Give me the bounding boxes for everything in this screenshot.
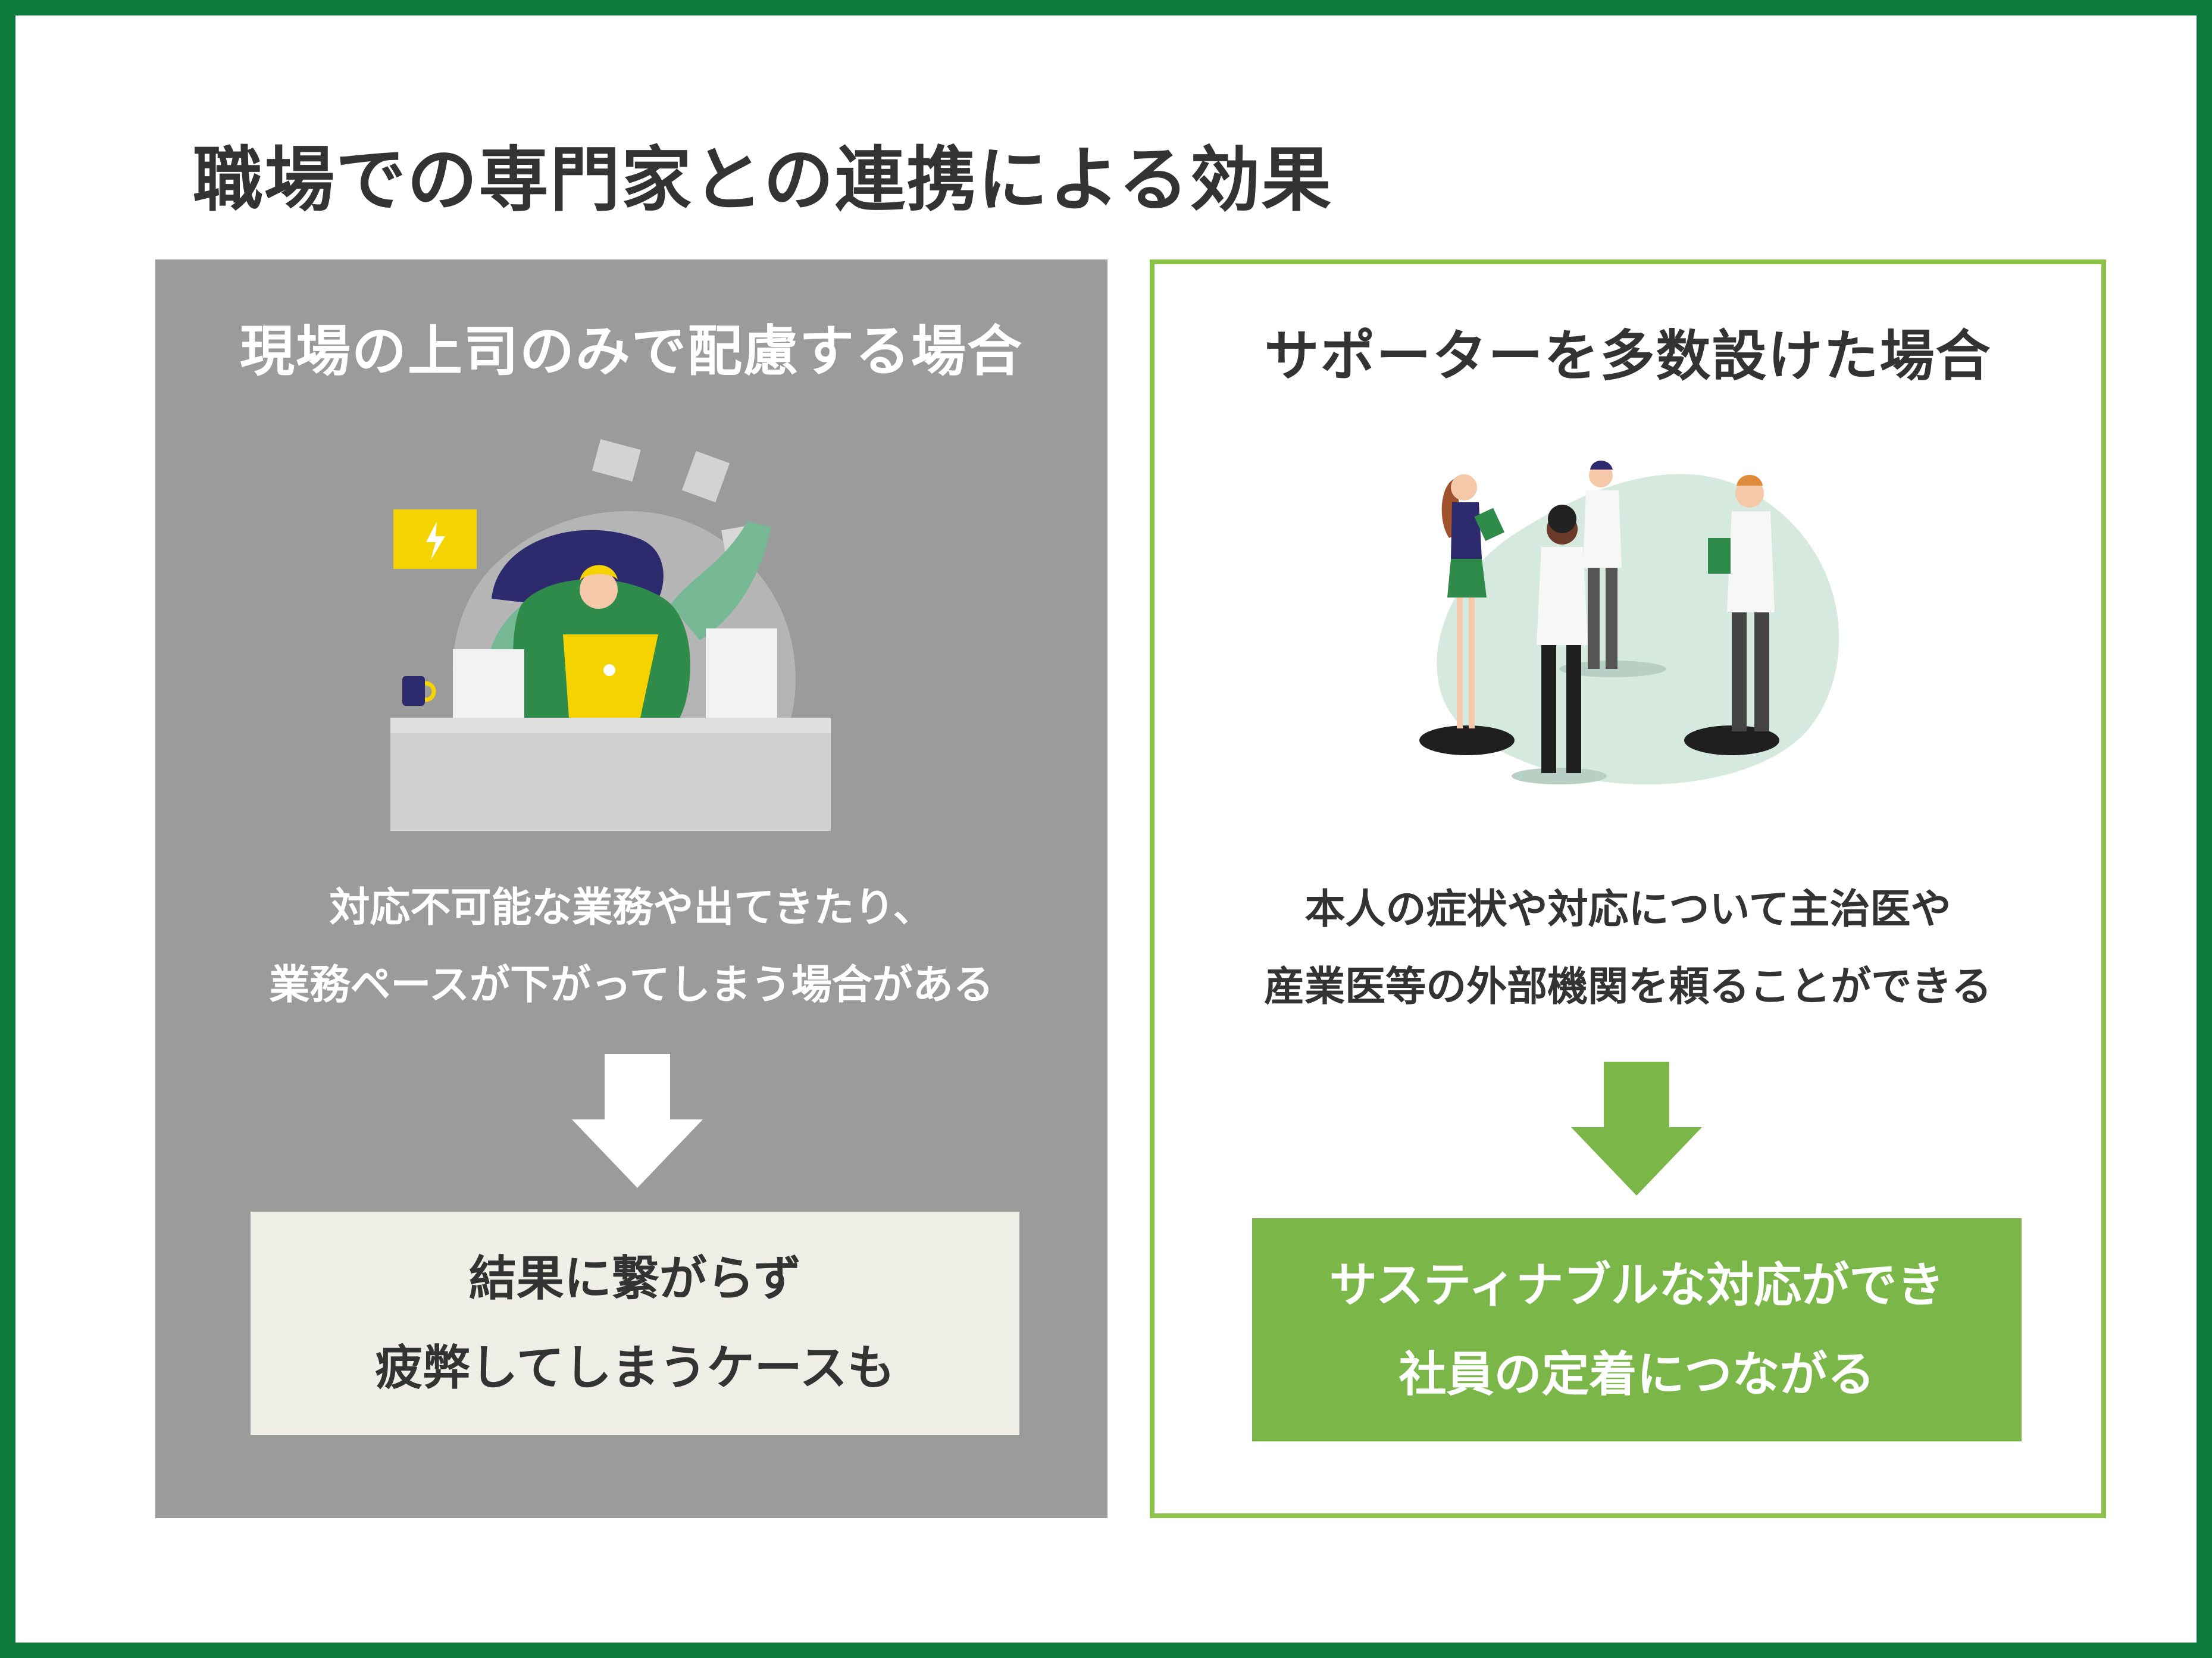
person-hair: [1548, 505, 1576, 533]
person-hair: [1590, 461, 1613, 470]
floor-shadow: [1512, 768, 1607, 784]
clipboard-icon: [1708, 538, 1731, 574]
description-line: 産業医等の外部機関を頼ることができる: [1264, 963, 1992, 1011]
mug-icon: [402, 676, 425, 706]
person-torso: [1583, 490, 1622, 568]
result-box-right: サスティナブルな対応ができ 社員の定着につながる: [1252, 1218, 2022, 1441]
overwhelmed-worker-illustration: [390, 439, 831, 831]
green-down-arrow-icon: [1571, 1062, 1702, 1196]
white-down-arrow-icon: [572, 1054, 703, 1188]
floor-shadow: [1684, 725, 1779, 755]
person-leg: [1457, 597, 1463, 728]
person-leg: [1541, 645, 1556, 773]
page-title: 職場での専門家との連携による効果: [193, 139, 1333, 221]
team-discussion-illustration: [1419, 461, 1839, 785]
worker-head: [580, 571, 618, 609]
person-leg: [1606, 568, 1617, 669]
result-line: 疲弊してしまうケースも: [375, 1340, 895, 1396]
clipboard-icon: [1474, 508, 1505, 542]
result-line: サスティナブルな対応ができ: [1329, 1257, 1945, 1313]
laptop-logo: [603, 664, 615, 676]
result-box-left: 結果に繋がらず 疲弊してしまうケースも: [251, 1212, 1019, 1435]
panel-description-right: 本人の症状や対応について主治医や 産業医等の外部機関を頼ることができる: [1155, 871, 2101, 1026]
panel-heading-right: サポーターを多数設けた場合: [1264, 324, 1992, 388]
desk: [390, 718, 831, 831]
person-leg: [1732, 612, 1747, 731]
worker-hair-top: [580, 565, 618, 581]
result-line: 社員の定着につながる: [1398, 1346, 1875, 1402]
paper-icon: [681, 451, 730, 503]
person-torso: [1727, 511, 1775, 612]
description-line: 対応不可能な業務や出てきたり、: [329, 884, 934, 931]
description-line: 業務ペースが下がってしまう場合がある: [269, 962, 994, 1009]
person-head: [1735, 479, 1764, 508]
worker-arm: [670, 521, 771, 640]
panel-many-supporters: サポーターを多数設けた場合: [1150, 259, 2106, 1518]
panel-description-left: 対応不可能な業務や出てきたり、 業務ペースが下がってしまう場合がある: [155, 869, 1107, 1024]
person-skirt: [1447, 559, 1487, 597]
paper-icon: [592, 439, 641, 482]
person-leg: [1754, 612, 1769, 731]
person-hair: [1737, 475, 1763, 486]
person-head: [1451, 474, 1477, 500]
result-line: 結果に繋がらず: [468, 1250, 802, 1306]
mug-handle: [424, 681, 436, 702]
person-leg: [1469, 597, 1475, 728]
person-torso: [1451, 502, 1482, 559]
lightning-icon: [426, 521, 445, 560]
desk-top: [390, 718, 831, 733]
person-torso: [1537, 547, 1588, 645]
person-leg: [1588, 568, 1600, 669]
panel-manager-only: 現場の上司のみで配慮する場合: [155, 259, 1107, 1518]
paper-stack: [453, 649, 524, 718]
panel-heading-left: 現場の上司のみで配慮する場合: [239, 320, 1023, 383]
description-line: 本人の症状や対応について主治医や: [1304, 886, 1951, 933]
laptop-icon: [563, 634, 658, 718]
floor-shadow: [1419, 725, 1515, 755]
person-leg: [1566, 645, 1581, 773]
paper-stack: [706, 628, 777, 718]
